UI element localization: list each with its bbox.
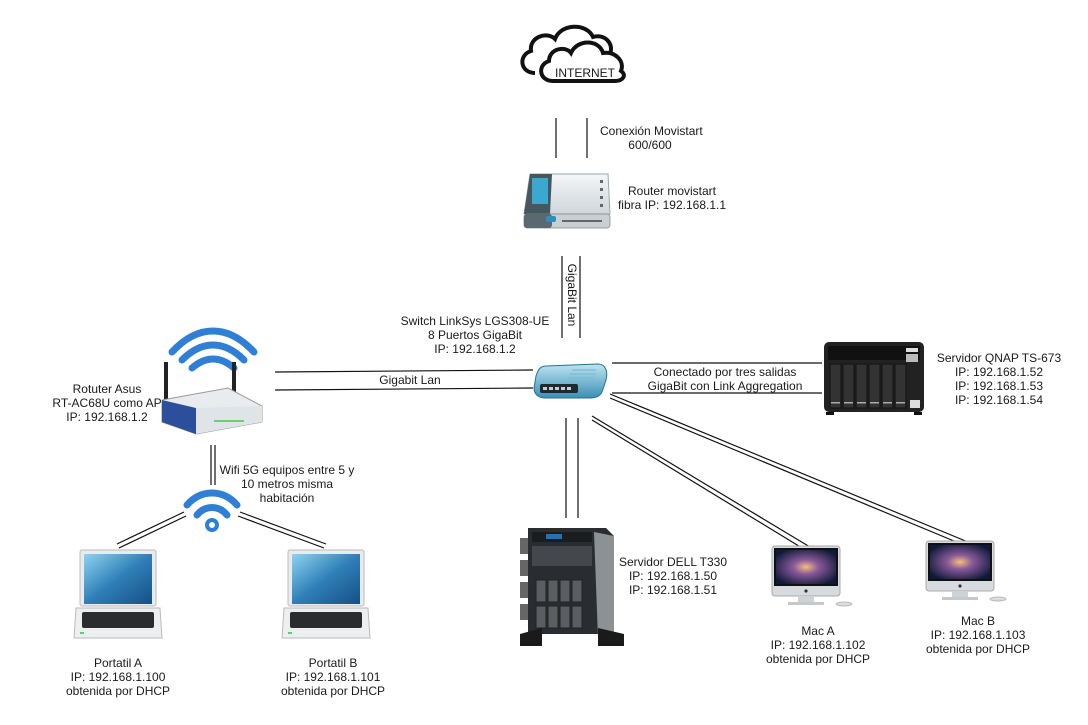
mac-b-label-line: Mac B: [960, 614, 995, 628]
wifi-label-line: 10 metros misma: [240, 477, 334, 491]
server-label-line: IP: 192.168.1.51: [628, 583, 718, 597]
switch-label-line: Switch LinkSys LGS308-UE: [400, 314, 550, 328]
router-label-line: fibra IP: 192.168.1.1: [617, 198, 727, 212]
wifi-label-line: habitación: [259, 491, 315, 505]
nas-label: Servidor QNAP TS-673 IP: 192.168.1.52 IP…: [936, 351, 1062, 407]
laptop-b-line-2: [237, 515, 325, 549]
laptop-b-label: Portatil B IP: 192.168.1.101 obtenida po…: [268, 656, 398, 698]
laptop-b-label-line: obtenida por DHCP: [280, 684, 386, 698]
laptop-a-icon: [73, 549, 163, 639]
access-point-label: Rotuter Asus RT-AC68U como AP IP: 192.16…: [52, 382, 162, 424]
server-label: Servidor DELL T330 IP: 192.168.1.50 IP: …: [618, 555, 728, 597]
wifi-icon: [183, 489, 241, 532]
tower-server-icon: [520, 528, 624, 646]
nas-label-line: IP: 192.168.1.54: [954, 393, 1044, 407]
laptop-b-label-line: IP: 192.168.1.101: [285, 670, 381, 684]
laptop-a-label-line: IP: 192.168.1.100: [70, 670, 166, 684]
laptop-b-icon: [281, 549, 371, 639]
laptop-a-label: Portatil A IP: 192.168.1.100 obtenida po…: [58, 656, 178, 698]
nas-server-icon: [824, 342, 924, 415]
router-label: Router movistart fibra IP: 192.168.1.1: [614, 184, 730, 212]
wifi-label-line: Wifi 5G equipos entre 5 y: [219, 463, 355, 477]
network-switch-icon: [533, 363, 608, 399]
wireless-access-point-icon: [161, 327, 263, 435]
switch-label: Switch LinkSys LGS308-UE 8 Puertos GigaB…: [395, 314, 555, 356]
ap-switch-line-2: [274, 387, 534, 391]
access-point-label-line: Rotuter Asus: [72, 382, 142, 396]
nas-link-label: Conectado por tres salidas GigaBit con L…: [640, 365, 810, 393]
internet-cloud-icon: [520, 24, 626, 83]
mac-a-label-line: Mac A: [801, 624, 835, 638]
mac-a-label-line: IP: 192.168.1.102: [770, 638, 866, 652]
switch-label-line: IP: 192.168.1.2: [434, 342, 516, 356]
router-label-line: Router movistart: [627, 184, 717, 198]
uplink-label: Conexión Movistart 600/600: [600, 124, 703, 152]
internet-label: INTERNET: [555, 66, 615, 80]
laptop-a-label-line: obtenida por DHCP: [65, 684, 171, 698]
laptop-a-label-line: Portatil A: [93, 656, 143, 670]
mac-b-line-2: [609, 397, 967, 547]
wifi-label: Wifi 5G equipos entre 5 y 10 metros mism…: [212, 463, 362, 505]
mac-b-label-line: IP: 192.168.1.103: [930, 628, 1026, 642]
mac-a-line-2: [591, 419, 808, 552]
laptop-b-line-1: [239, 511, 327, 545]
router-switch-link-label: GigaBit Lan: [565, 263, 579, 327]
nas-label-line: Servidor QNAP TS-673: [936, 351, 1062, 365]
laptop-a-line-2: [118, 515, 187, 549]
mac-b-label-line: obtenida por DHCP: [925, 642, 1031, 656]
access-point-label-line: RT-AC68U como AP: [52, 396, 162, 410]
fiber-router-icon: [523, 173, 611, 229]
server-label-line: IP: 192.168.1.50: [628, 569, 718, 583]
mac-a-label: Mac A IP: 192.168.1.102 obtenida por DHC…: [758, 624, 878, 666]
mac-b-line-1: [609, 393, 969, 543]
nas-label-line: IP: 192.168.1.53: [954, 379, 1044, 393]
uplink-label-line: Conexión Movistart: [600, 124, 703, 138]
ap-switch-line-1: [274, 369, 534, 373]
uplink-label-line: 600/600: [628, 138, 672, 152]
mac-a-label-line: obtenida por DHCP: [765, 652, 871, 666]
nas-link-label-line: GigaBit con Link Aggregation: [647, 379, 803, 393]
switch-label-line: 8 Puertos GigaBit: [427, 328, 523, 342]
imac-a-icon: [771, 545, 853, 607]
laptop-a-line-1: [116, 511, 185, 545]
laptop-b-label-line: Portatil B: [308, 656, 358, 670]
nas-label-line: IP: 192.168.1.52: [954, 365, 1044, 379]
nas-link-label-line: Conectado por tres salidas: [653, 365, 797, 379]
ap-link-label: Gigabit Lan: [379, 373, 441, 387]
access-point-label-line: IP: 192.168.1.2: [66, 410, 148, 424]
mac-b-label: Mac B IP: 192.168.1.103 obtenida por DHC…: [918, 614, 1038, 656]
imac-b-icon: [925, 540, 1007, 602]
mac-a-line-1: [591, 415, 811, 548]
server-label-line: Servidor DELL T330: [618, 555, 728, 569]
